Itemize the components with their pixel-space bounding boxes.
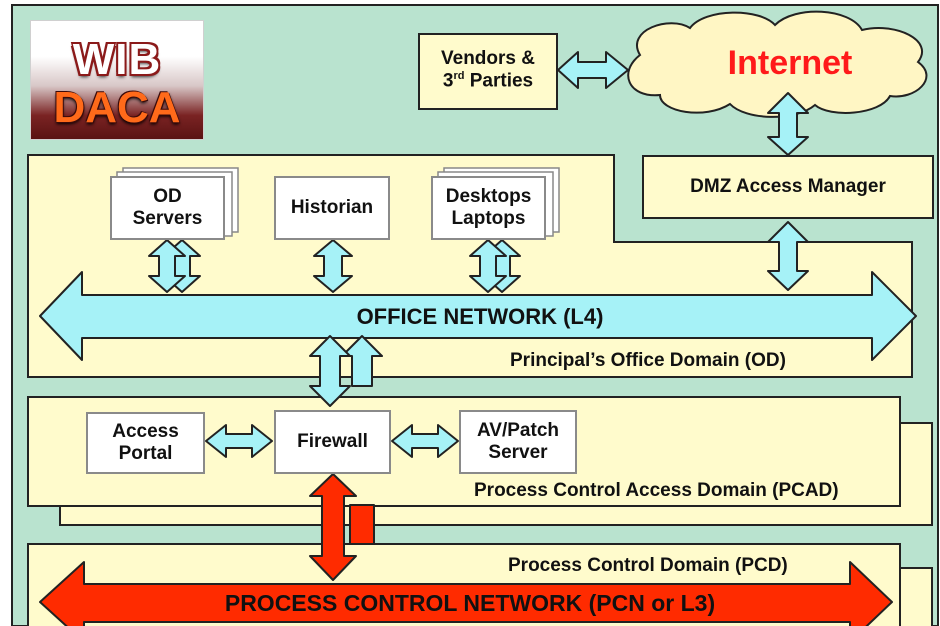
firewall-label: Firewall — [297, 431, 368, 453]
historian-arrow — [313, 239, 353, 293]
access-portal-line-2: Portal — [118, 443, 173, 464]
desktops-line-1: Desktops — [445, 186, 532, 208]
od-servers-arrow — [148, 239, 186, 293]
pcad-domain-label: Process Control Access Domain (PCAD) — [474, 480, 839, 501]
vendors-label-line-1: Vendors & — [441, 48, 535, 69]
pcd-domain-label: Process Control Domain (PCD) — [508, 555, 788, 576]
wib-daca-logo: WIB DACA — [30, 20, 204, 140]
av-patch-line-2: Server — [488, 442, 548, 463]
desktops-box: Desktops Laptops — [431, 176, 546, 240]
desktops-arrow — [469, 239, 507, 293]
vendors-box — [418, 33, 558, 110]
office-domain-label: Principal’s Office Domain (OD) — [510, 350, 786, 371]
office-network-arrow — [39, 271, 917, 361]
od-servers-box: OD Servers — [110, 176, 225, 240]
firewall-avpatch-arrow — [391, 424, 459, 458]
historian-box: Historian — [274, 176, 390, 240]
logo-line-2: DACA — [53, 83, 181, 132]
vendors-parties-text: Parties — [464, 70, 534, 92]
logo-line-1: WIB — [72, 35, 162, 84]
pcn-link-block — [349, 504, 375, 545]
av-patch-line-1: AV/Patch — [476, 420, 559, 442]
pcn-network-arrow — [39, 561, 893, 626]
access-portal-box: Access Portal — [86, 412, 205, 474]
dmz-office-arrow — [767, 221, 809, 291]
dmz-box — [642, 155, 934, 219]
access-portal-line-1: Access — [112, 421, 179, 443]
vendors-ordinal-suffix: rd — [453, 69, 465, 82]
firewall-pcn-arrow — [309, 473, 357, 581]
vendors-label: Vendors & 3rd Parties — [421, 48, 555, 92]
office-network-label: OFFICE NETWORK (L4) — [356, 304, 604, 329]
firewall-box: Firewall — [274, 410, 391, 474]
internet-cloud-shape — [627, 10, 928, 118]
vendors-ordinal-number: 3 — [442, 70, 454, 92]
office-firewall-arrow — [309, 335, 351, 407]
desktops-line-2: Laptops — [451, 208, 526, 229]
vendors-label-line-2: 3rd Parties — [421, 70, 555, 92]
pcn-network-label: PROCESS CONTROL NETWORK (PCN or L3) — [224, 590, 716, 616]
av-patch-server-box: AV/Patch Server — [459, 410, 577, 474]
internet-label: Internet — [727, 44, 853, 82]
od-servers-line-2: Servers — [132, 208, 203, 229]
historian-label: Historian — [290, 197, 374, 219]
internet-dmz-arrow — [767, 92, 809, 156]
portal-firewall-arrow — [205, 424, 273, 458]
od-servers-line-1: OD — [153, 186, 182, 208]
dmz-label: DMZ Access Manager — [690, 176, 886, 197]
vendors-internet-arrow — [557, 51, 629, 89]
